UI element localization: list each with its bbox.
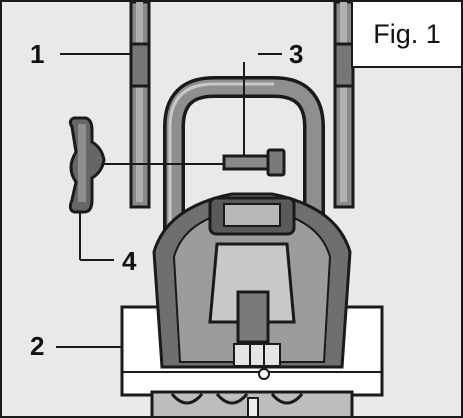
callout-3: 3: [289, 39, 304, 69]
leader-lines: [56, 53, 282, 348]
carriage-bolt: [222, 62, 286, 177]
motor-cover: [152, 192, 352, 380]
knob: [68, 116, 106, 214]
lower-handle-left: [129, 2, 151, 209]
callout-2: 2: [30, 331, 45, 361]
callout-4: 4: [122, 246, 137, 276]
figure-label: Fig. 1: [351, 2, 461, 68]
callout-1: 1: [30, 39, 45, 69]
